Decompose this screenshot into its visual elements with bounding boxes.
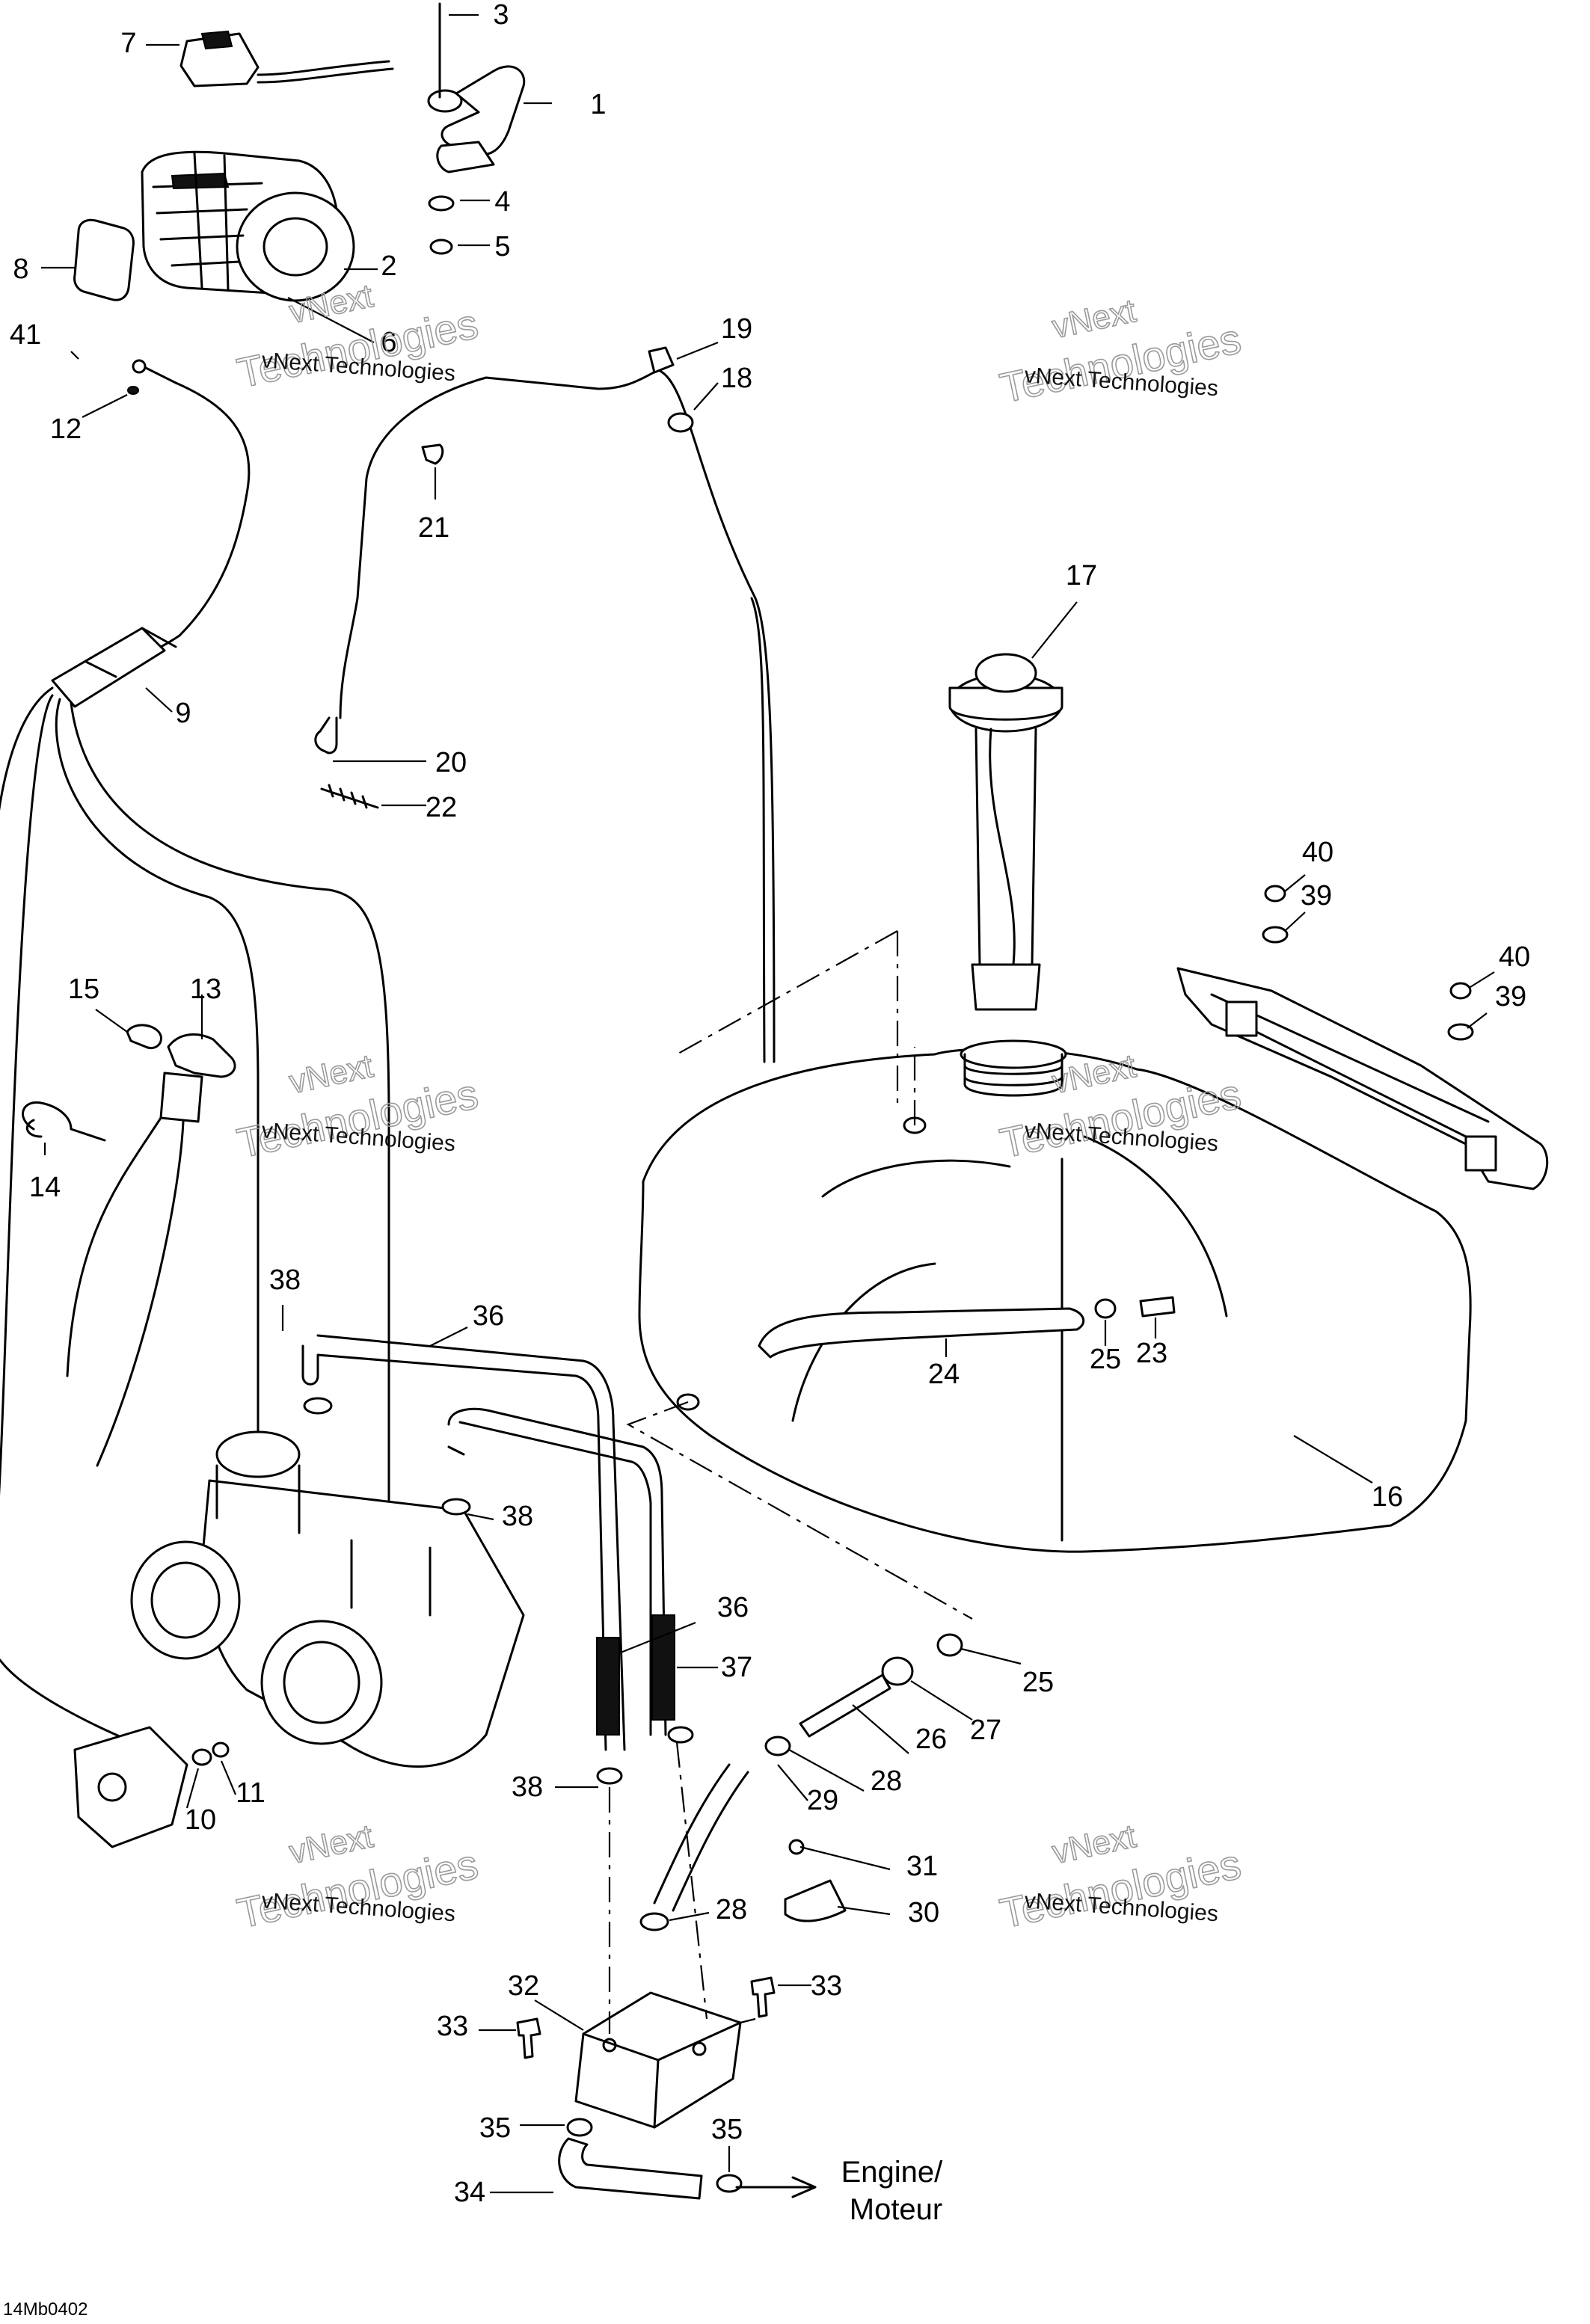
alignment-line-pump xyxy=(608,1742,756,2034)
callout-c15: 15 xyxy=(68,974,99,1005)
callout-c8: 8 xyxy=(13,253,28,285)
washer-39-part xyxy=(1262,926,1289,944)
callout-c7: 7 xyxy=(120,28,136,59)
fuel-pickup-part xyxy=(758,1296,1176,1359)
clamp-35b-part xyxy=(716,2174,743,2193)
callout-c16: 16 xyxy=(1372,1481,1403,1513)
callout-c3: 3 xyxy=(493,0,509,31)
callout-c24: 24 xyxy=(928,1359,960,1390)
callout-c39a: 39 xyxy=(1301,880,1332,912)
callout-c12: 12 xyxy=(50,414,82,445)
nut-40b-part xyxy=(1449,982,1472,1000)
carburetor-vent-tubes-part xyxy=(301,1334,675,1751)
callout-c35b: 35 xyxy=(711,2114,743,2145)
callout-c10: 10 xyxy=(185,1804,216,1836)
callout-c25b: 25 xyxy=(1022,1667,1054,1698)
callout-c20: 20 xyxy=(435,747,467,778)
carburetor-assembly-part xyxy=(130,1430,525,1768)
screw-33a-part xyxy=(516,2017,541,2059)
mounting-bracket-30-part xyxy=(784,1879,847,1922)
callout-c40a: 40 xyxy=(1302,837,1333,868)
fuel-gauge-part xyxy=(948,653,1063,1011)
nut-5-part xyxy=(429,239,453,255)
callout-c27: 27 xyxy=(970,1715,1001,1746)
callout-c21: 21 xyxy=(418,512,449,544)
callout-c35a: 35 xyxy=(479,2112,511,2144)
callout-c40b: 40 xyxy=(1499,941,1530,973)
callout-c26: 26 xyxy=(915,1724,947,1755)
oil-pump-part xyxy=(73,1726,230,1848)
throttle-cable-part xyxy=(127,359,251,654)
callout-c36b: 36 xyxy=(717,1592,749,1623)
callout-c38c: 38 xyxy=(512,1771,543,1803)
leader-lines xyxy=(41,13,1495,2194)
callout-c38a: 38 xyxy=(269,1264,301,1296)
tank-bracket-part xyxy=(1176,967,1549,1190)
callout-c19: 19 xyxy=(721,313,752,345)
fuel-pump-part xyxy=(574,1991,742,2129)
callout-c29: 29 xyxy=(807,1785,838,1816)
callout-c32: 32 xyxy=(508,1970,539,2002)
callout-c28a: 28 xyxy=(871,1765,902,1797)
callout-c39b: 39 xyxy=(1495,981,1526,1012)
callout-c38b: 38 xyxy=(502,1501,533,1532)
callout-c2: 2 xyxy=(381,250,396,282)
spring-22-part xyxy=(320,784,379,809)
fuel-valve-part xyxy=(66,1033,236,1467)
clamp-35a-part xyxy=(566,2118,593,2137)
zip-tie-part xyxy=(22,1101,106,1142)
throttle-lever-part xyxy=(427,65,526,173)
destination-line-2: Moteur xyxy=(850,2193,943,2226)
callout-c14: 14 xyxy=(29,1172,61,1203)
callout-c37: 37 xyxy=(721,1652,752,1683)
callout-c33b: 33 xyxy=(811,1970,842,2002)
callout-c11: 11 xyxy=(236,1777,265,1809)
callout-c41: 41 xyxy=(10,319,41,351)
throttle-housing-part xyxy=(141,150,355,302)
fuel-hose-34-part xyxy=(558,2137,703,2200)
callout-c34: 34 xyxy=(454,2177,485,2208)
screw-33b-part xyxy=(750,1976,776,2018)
callout-c31: 31 xyxy=(906,1851,938,1882)
vent-hose-part xyxy=(314,346,776,1063)
callout-c18: 18 xyxy=(721,363,752,394)
callout-c33a: 33 xyxy=(437,2011,468,2042)
callout-c13: 13 xyxy=(190,974,221,1005)
callout-c28b: 28 xyxy=(716,1894,747,1925)
fuel-tank-part xyxy=(638,1039,1472,1553)
washer-39b-part xyxy=(1447,1023,1474,1041)
reference-code: 14Mb0402 xyxy=(3,2299,88,2320)
washer-4-part xyxy=(428,195,455,212)
callout-c4: 4 xyxy=(494,186,510,218)
callout-c5: 5 xyxy=(494,231,510,262)
destination-line-1: Engine/ xyxy=(841,2156,944,2189)
throttle-cover-part xyxy=(73,218,135,301)
hose-clamp-parts xyxy=(303,1397,694,1785)
callout-c22: 22 xyxy=(426,792,457,823)
callout-c9: 9 xyxy=(175,698,191,729)
alignment-line-tank xyxy=(675,930,916,1125)
fuel-filter-parts xyxy=(639,1633,963,1931)
grommet-18-part xyxy=(667,412,694,433)
clip-15-part xyxy=(126,1024,162,1050)
alignment-line-pickup xyxy=(626,1401,973,1620)
callout-c25a: 25 xyxy=(1090,1344,1121,1375)
cable-connector-part xyxy=(51,627,177,708)
switch-housing-part xyxy=(179,30,394,87)
callout-c30: 30 xyxy=(908,1897,939,1928)
callout-c17: 17 xyxy=(1066,560,1097,591)
clip-21-part xyxy=(421,443,444,465)
callout-c23: 23 xyxy=(1136,1338,1167,1369)
callout-c6: 6 xyxy=(381,327,396,358)
destination-label: Engine/ Moteur xyxy=(841,2156,951,2226)
callout-c36a: 36 xyxy=(473,1300,504,1332)
engine-arrow xyxy=(735,2176,817,2198)
parts-drawing xyxy=(0,2,1549,2200)
nut-40-part xyxy=(1264,885,1286,903)
callout-c1: 1 xyxy=(590,89,606,120)
